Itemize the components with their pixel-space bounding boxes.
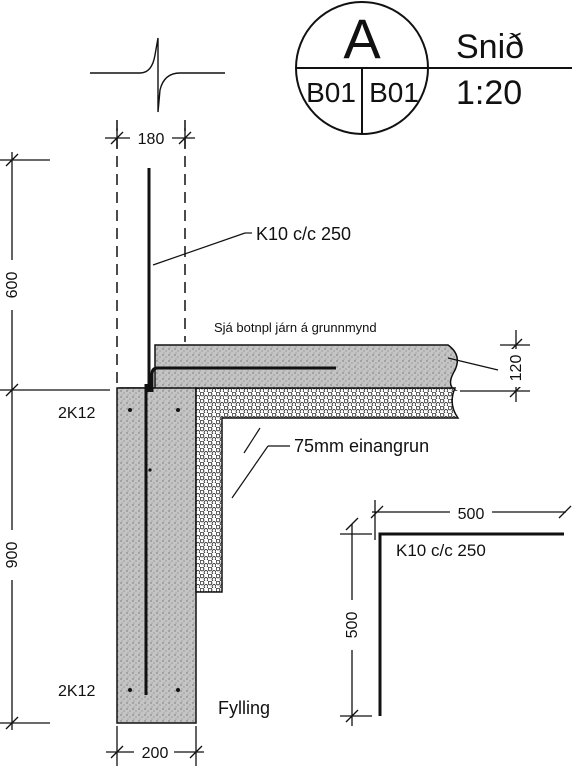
dim-left-vertical — [0, 152, 110, 730]
sheet-ref-right: B01 — [369, 77, 419, 108]
slab-note: Sjá botnpl járn á grunnmynd — [214, 320, 377, 335]
bent-bar — [378, 532, 564, 716]
section-title: Snið — [456, 28, 524, 66]
insulation-layer — [195, 387, 460, 593]
break-line — [90, 37, 225, 113]
dim-lower-height-label: 900 — [4, 542, 21, 569]
bent-bar-label: K10 c/c 250 — [396, 541, 486, 560]
rebar-wall-label: K10 c/c 250 — [256, 224, 351, 244]
rebar-bottom-label: 2K12 — [58, 683, 95, 700]
dim-upper-height-label: 600 — [4, 272, 21, 299]
dim-wall-top-label: 180 — [138, 131, 165, 148]
sheet-ref-left: B01 — [306, 77, 356, 108]
wall-concrete — [116, 387, 197, 724]
wall-rebar — [144, 168, 336, 695]
section-letter: A — [343, 7, 381, 70]
rebar-top-label: 2K12 — [58, 405, 95, 422]
wall-dashed-lines — [116, 120, 186, 390]
dim-bar-horizontal-label: 500 — [458, 506, 485, 523]
fill-label: Fylling — [218, 698, 270, 718]
rebar-dots — [128, 408, 180, 692]
dim-bar-vertical-label: 500 — [344, 612, 361, 639]
leader-lines — [152, 232, 499, 499]
drawing-scale: 1:20 — [456, 74, 522, 112]
insulation-label: 75mm einangrun — [294, 436, 429, 456]
section-marker: A B01 B01 — [295, 1, 572, 135]
dim-wall-base-label: 200 — [142, 745, 169, 762]
dim-slab-label: 120 — [508, 355, 525, 382]
